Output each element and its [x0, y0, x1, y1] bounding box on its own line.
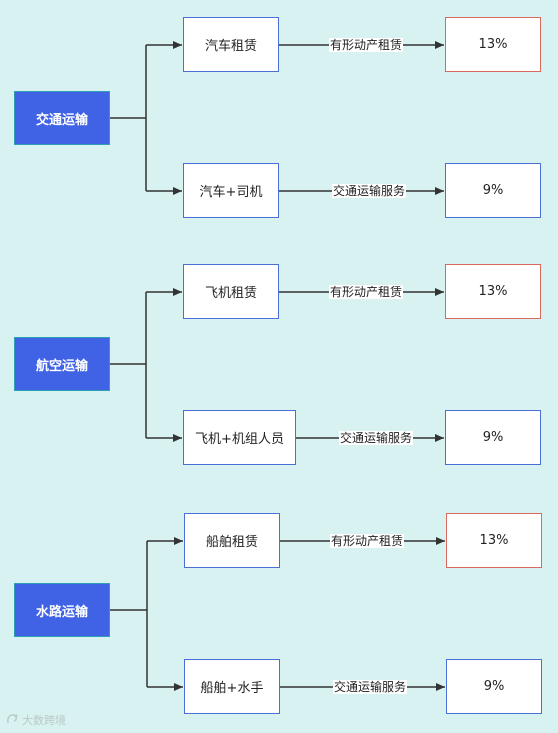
- rate-node: 9%: [445, 410, 541, 465]
- category-node: 交通运输: [14, 91, 110, 145]
- edge-label: 有形动产租赁: [328, 285, 404, 299]
- edge-label: 有形动产租赁: [328, 38, 404, 52]
- edge-label: 交通运输服务: [338, 431, 414, 445]
- rate-node: 13%: [446, 513, 542, 568]
- item-node: 船舶+水手: [184, 659, 280, 714]
- rate-node: 13%: [445, 17, 541, 72]
- item-node: 船舶租赁: [184, 513, 280, 568]
- item-node: 飞机租赁: [183, 264, 279, 319]
- rate-node: 13%: [445, 264, 541, 319]
- rate-node: 9%: [445, 163, 541, 218]
- watermark: 大数跨境: [6, 712, 66, 728]
- edge-label: 交通运输服务: [332, 680, 408, 694]
- edge-label: 有形动产租赁: [329, 534, 405, 548]
- category-node: 航空运输: [14, 337, 110, 391]
- rate-node: 9%: [446, 659, 542, 714]
- edge-label: 交通运输服务: [331, 184, 407, 198]
- watermark-logo-icon: [6, 713, 20, 728]
- item-node: 汽车租赁: [183, 17, 279, 72]
- category-node: 水路运输: [14, 583, 110, 637]
- watermark-text: 大数跨境: [22, 714, 66, 727]
- item-node: 汽车+司机: [183, 163, 279, 218]
- item-node: 飞机+机组人员: [183, 410, 296, 465]
